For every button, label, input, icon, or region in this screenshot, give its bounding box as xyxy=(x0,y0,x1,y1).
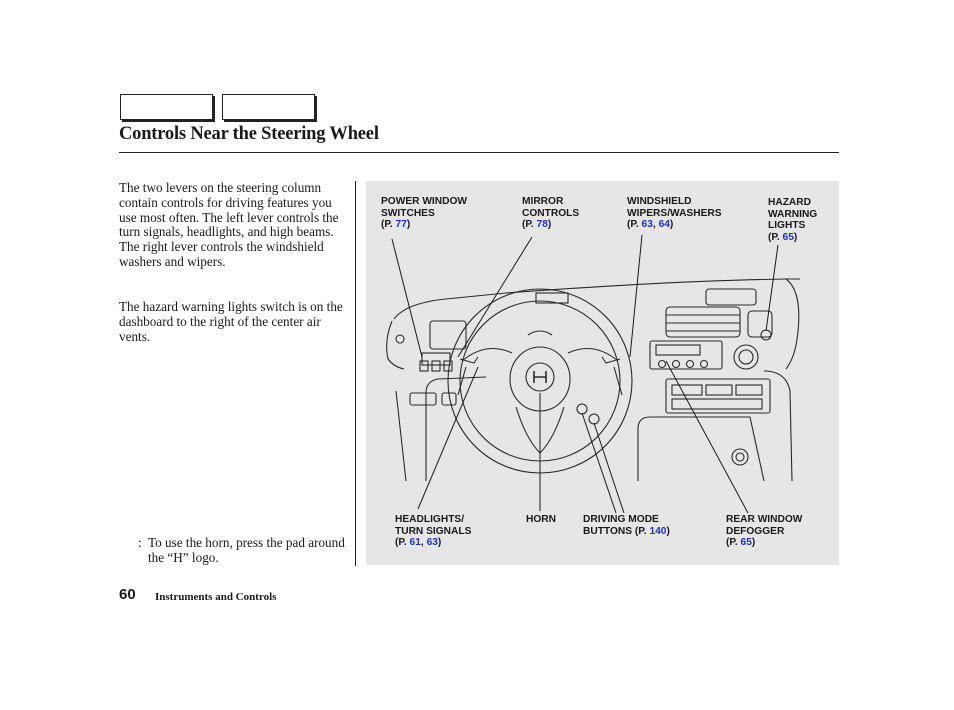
page-ref-link[interactable]: 61 xyxy=(409,537,421,549)
horn-note: : To use the horn, press the pad around … xyxy=(138,535,348,566)
callout-windshield-wipers: WINDSHIELD WIPERS/WASHERS (P. 63, 64) xyxy=(627,196,722,231)
callout-mirror-controls: MIRROR CONTROLS (P. 78) xyxy=(522,196,580,231)
page-ref-link[interactable]: 63 xyxy=(641,219,653,231)
page-ref-link[interactable]: 65 xyxy=(782,231,794,243)
page-ref-link[interactable]: 78 xyxy=(536,219,548,231)
page-ref-link[interactable]: 64 xyxy=(658,219,670,231)
note-text: To use the horn, press the pad around th… xyxy=(148,535,345,565)
callout-hazard-warning-lights: HAZARD WARNING LIGHTS (P. 65) xyxy=(768,197,818,243)
page-ref-link[interactable]: 63 xyxy=(426,537,438,549)
section-label: Instruments and Controls xyxy=(155,591,277,603)
page-ref-link[interactable]: 140 xyxy=(649,525,667,537)
callout-headlights-turn-signals: HEADLIGHTS/ TURN SIGNALS (P. 61, 63) xyxy=(395,514,472,549)
callout-driving-mode-buttons: DRIVING MODE BUTTONS (P. 140) xyxy=(583,514,670,537)
dashboard-illustration xyxy=(386,234,800,514)
page-number: 60 xyxy=(119,586,136,603)
callout-power-window-switches: POWER WINDOW SWITCHES (P. 77) xyxy=(381,196,468,231)
page-ref-link[interactable]: 77 xyxy=(395,219,407,231)
body-paragraph-levers: The two levers on the steering column co… xyxy=(119,180,339,269)
note-marker: : xyxy=(138,535,142,550)
body-paragraph-hazard: The hazard warning lights switch is on t… xyxy=(119,299,343,344)
page-ref-link[interactable]: 65 xyxy=(740,537,752,549)
nav-button-previous[interactable] xyxy=(120,94,213,120)
nav-button-next[interactable] xyxy=(222,94,315,120)
steering-wheel-figure: POWER WINDOW SWITCHES (P. 77) MIRROR CON… xyxy=(366,181,839,565)
title-divider xyxy=(119,152,839,153)
callout-rear-window-defogger: REAR WINDOW DEFOGGER (P. 65) xyxy=(726,514,803,549)
page-title: Controls Near the Steering Wheel xyxy=(119,124,379,144)
callout-horn: HORN xyxy=(526,514,556,525)
column-divider xyxy=(355,181,356,566)
